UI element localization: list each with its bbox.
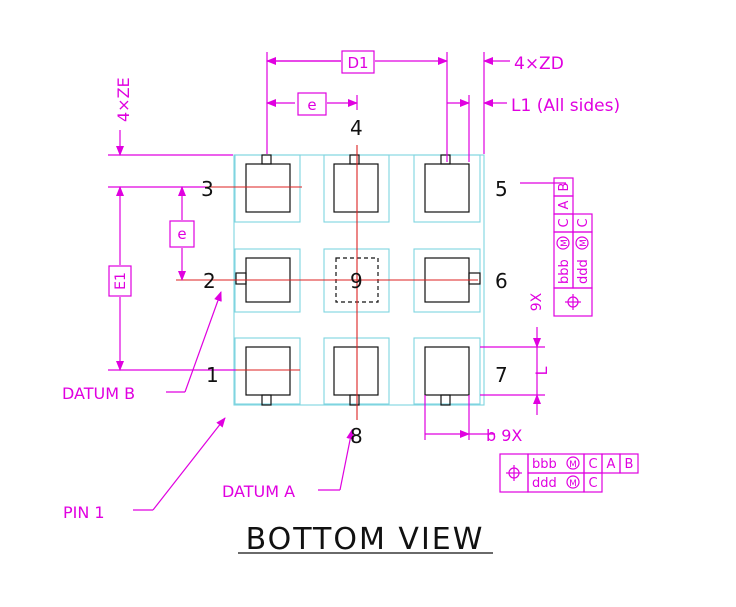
pad-2-tab [235,272,247,285]
dimension-labels: D1 4×ZD e L1 (All sides) 4×ZE e E1 L 9X … [108,50,620,445]
e-top-label: e [307,96,316,114]
pin-5-label: 5 [495,177,508,201]
fcf-right: bbb M C A B ddd M C [553,177,593,317]
e-top-box [297,92,327,116]
pad-6-tab [468,272,481,285]
pad-8-tab [349,394,360,406]
e1-label: E1 [113,272,129,290]
pin-4-label: 4 [350,116,363,140]
pin-2-label: 2 [203,269,216,293]
pin-6-label: 6 [495,269,508,293]
pad-3 [245,163,291,213]
pad-4-tab [349,154,360,165]
fcf-right-mmc2: M [579,239,589,247]
keepout-7 [413,337,481,405]
l1-label: L1 (All sides) [511,96,620,116]
pad-3-tab [261,154,272,165]
pin-1-label: 1 [206,363,219,387]
pin-9-label: 9 [350,269,363,293]
fcf-right-mmc1: M [560,239,570,247]
pad-7-tab [440,394,451,406]
pad-5 [424,163,470,213]
ze-label: 4×ZE [114,77,133,122]
pad-8 [333,346,379,396]
pad-1-tab [261,394,272,406]
pad-length-count-label: 9X [529,292,545,311]
fcf-right-ref-a: A [557,200,572,209]
fcf-bottom-tol1: bbb [532,457,557,472]
pin-8-label: 8 [350,424,363,448]
fcf-bottom: bbb M C A B ddd M C [499,453,639,493]
fcf-bottom-ref-b: B [625,457,634,472]
datum-a-label: DATUM A [222,482,295,501]
pin-7-label: 7 [495,363,508,387]
fcf-right-ref-c2: C [576,218,591,227]
fcf-bottom-mmc1: M [569,460,577,470]
pad-length-label: L [532,366,551,375]
datum-b-label: DATUM B [62,384,135,403]
view-title: BOTTOM VIEW [246,522,485,557]
fcf-right-tol1: bbb [557,259,572,284]
fcf-bottom-tol2: ddd [532,476,557,491]
fcf-right-ref-c1: C [557,218,572,227]
pad-7 [424,346,470,396]
pad-5-tab [440,154,451,165]
pad-1 [245,346,291,396]
d1-box [341,50,375,74]
pad-4 [333,163,379,213]
e-left-label: e [177,225,186,243]
fcf-bottom-ref-c1: C [588,457,597,472]
dimension-lines [108,52,566,511]
fcf-bottom-ref-c2: C [588,476,597,491]
d1-label: D1 [347,54,368,72]
pad-width-label: b 9X [486,426,522,445]
fcf-right-ref-b: B [557,183,572,192]
e-left-box [169,220,195,248]
fcf-right-tol2: ddd [576,259,591,284]
pin1-label: PIN 1 [63,503,105,522]
center-lines [176,145,478,420]
fcf-bottom-ref-a: A [607,457,616,472]
fcf-bottom-mmc2: M [569,479,577,489]
pin-numbers: 1 2 3 4 5 6 7 8 9 [201,116,508,448]
datum-labels: DATUM B DATUM A PIN 1 [62,384,295,522]
zd-label: 4×ZD [514,54,564,74]
keepout-1 [234,337,301,405]
pin-3-label: 3 [201,177,214,201]
e1-box [108,265,132,297]
